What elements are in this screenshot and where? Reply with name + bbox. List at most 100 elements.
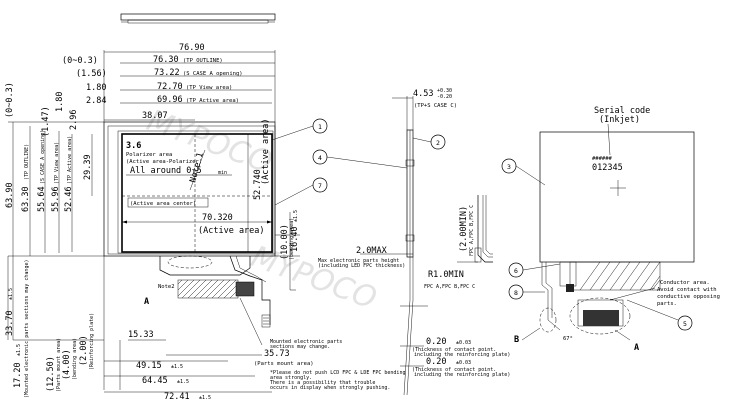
max-height-note-2: (including LED FPC thickness) xyxy=(318,263,405,269)
dim-49-15-tol: ±1.5 xyxy=(171,364,183,370)
dim-17-20-note: (Mounted electronic parts sections may c… xyxy=(24,260,30,398)
thick-note: (TP+S CASE C) xyxy=(414,103,457,109)
active-width-value: 70.320 xyxy=(202,213,233,223)
dim-55-96-note: (TP View area) xyxy=(54,142,60,184)
bend-value: (10.00) xyxy=(280,224,290,260)
offset-1-47: (1.47) xyxy=(41,106,51,137)
dim-1-56: (1.56) xyxy=(76,69,107,79)
callout-7-label: 7 xyxy=(318,182,322,190)
callout-8 xyxy=(508,284,524,300)
dim-63-30-note: (TP OUTLINE) xyxy=(24,144,30,180)
rear-view: Serial code (Inkjet) ###### 012345 Condu… xyxy=(514,106,720,353)
warn-3: There is a possibility that trouble xyxy=(270,380,375,386)
dim-72-41-tol: ±1.5 xyxy=(199,395,211,401)
dim-12-50-note: (Parts mount area) xyxy=(56,338,62,392)
plate1-value: 0.20 xyxy=(426,337,446,347)
dim-69-96-note: (TP Active area) xyxy=(186,98,239,104)
dim-76-30-note: (TP OUTLINE) xyxy=(183,58,223,64)
dim-72-41: 72.41 xyxy=(164,392,190,402)
dim-17-20-tol: ±1.5 xyxy=(16,344,22,356)
dim-72-70-note: (TP View area) xyxy=(186,85,232,91)
dim-33-70-tol: ±1.5 xyxy=(8,288,14,300)
hatch-pattern xyxy=(177,279,239,299)
dim-2-00: (2.00) xyxy=(79,335,89,366)
conductor-note-1: Avoid contact with xyxy=(657,287,717,293)
front-view: 3.6 Polarizer area (Active area-Polarize… xyxy=(103,111,405,402)
dim-52-46: 52.46 xyxy=(64,186,74,212)
plate1-note-1: (Thickness of contact point. xyxy=(412,347,496,353)
marker-a-rear: A xyxy=(634,343,639,353)
plate2-note-1: (Thickness of contact point. xyxy=(412,367,496,373)
dim-76-30: 76.30 xyxy=(153,55,179,65)
serial-value: 012345 xyxy=(592,163,623,173)
rear-hatch xyxy=(579,261,661,291)
dim-1-80: 1.80 xyxy=(86,83,106,93)
dim-63-90: 63.90 xyxy=(5,182,15,208)
dim-73-22-note: (S CASE A opening) xyxy=(183,71,243,77)
dim-38-07: 38.07 xyxy=(142,111,168,121)
max-height-note-1: Max electronic parts height xyxy=(318,258,399,264)
dim-15-33: 15.33 xyxy=(128,330,154,340)
polarizer-line-4: min xyxy=(218,170,227,176)
dim-4-00: (4.00) xyxy=(62,349,72,380)
dim-29-39: 29.39 xyxy=(83,154,93,180)
callout-1-label: 1 xyxy=(318,123,322,131)
callouts: 1 2 3 4 5 6 7 8 xyxy=(271,118,693,331)
callout-2 xyxy=(430,134,446,150)
fpc-value: 16.40 xyxy=(290,226,300,252)
plate2-note-2: including the reinforcing plate) xyxy=(414,372,510,378)
active-width-label: (Active area) xyxy=(198,226,265,236)
callout-2-label: 2 xyxy=(436,139,440,147)
polarizer-line-3: All around 0.5 xyxy=(130,166,202,176)
angle-label: 67° xyxy=(563,336,573,342)
note2-label: Note2 xyxy=(158,284,175,290)
dim-55-64-note: (S CASE A opening) xyxy=(40,130,46,184)
serial-sub: (Inkjet) xyxy=(599,115,640,125)
dim-72-70: 72.70 xyxy=(157,82,183,92)
plate2-value: 0.20 xyxy=(426,357,446,367)
dim-64-45: 64.45 xyxy=(142,376,168,386)
callout-3-label: 3 xyxy=(507,163,511,171)
plate2-tol: ±0.03 xyxy=(456,360,471,366)
callout-1 xyxy=(312,118,328,134)
dim-4-00-note: (bending area) xyxy=(72,338,78,380)
fpc-tail xyxy=(159,256,251,276)
dim-55-96: 55.96 xyxy=(51,186,61,212)
callout-5 xyxy=(677,315,693,331)
dim-63-30: 63.30 xyxy=(21,186,31,212)
mounted-note-2: sections may change. xyxy=(270,344,330,350)
warn-1: *Please do not push LCD FPC & LDE FPC be… xyxy=(270,370,405,376)
conductor-note-3: parts. xyxy=(657,301,677,307)
bend-radius: R1.0MIN xyxy=(428,270,464,280)
dim-17-20: 17.20 xyxy=(13,362,23,388)
thick-tol-dn: -0.20 xyxy=(437,94,452,100)
callout-4 xyxy=(312,149,328,165)
dim-76-90: 76.90 xyxy=(179,43,205,53)
dim-69-96: 69.96 xyxy=(157,95,183,105)
callout-3 xyxy=(501,158,517,174)
callout-6 xyxy=(508,262,524,278)
thick-tol-up: +0.30 xyxy=(437,88,452,94)
bend-gap-note: FPC A,FPC B,FPC C xyxy=(469,205,475,256)
max-height-value: 2.0MAX xyxy=(356,246,388,256)
dim-2-00-note: (Reinforcing plate) xyxy=(89,313,95,370)
rear-panel xyxy=(539,131,695,263)
plate1-note-2: including the reinforcing plate) xyxy=(414,352,510,358)
marker-a-front: A xyxy=(144,297,149,307)
dim-35-73: 35.73 xyxy=(264,349,290,359)
polarizer-value: 3.6 xyxy=(126,141,141,151)
dim-0-0-3: (0~0.3) xyxy=(62,56,98,66)
callout-4-label: 4 xyxy=(318,154,322,162)
side-view: 4.53 +0.30 -0.20 (TP+S CASE C) 2.0MAX Ma… xyxy=(318,88,510,396)
conductor-title: Conductor area. xyxy=(660,280,710,286)
fpc-tol: ±1.5 xyxy=(293,210,299,222)
polarizer-line-1: Polarizer area xyxy=(126,152,172,158)
mounted-note-1: Mounted electronic parts xyxy=(270,339,342,345)
active-height-value: 52.740 xyxy=(253,169,263,200)
dim-52-46-note: (TP Active area) xyxy=(67,136,73,184)
dim-35-73-note: (Parts mount area) xyxy=(254,361,314,367)
plate1-tol: ±0.03 xyxy=(456,340,471,346)
polarizer-line-2: (Active area-Polarizer) xyxy=(126,159,202,165)
callout-8-label: 8 xyxy=(514,289,518,297)
width-dimensions: 76.90 (0~0.3) 76.30 (TP OUTLINE) (1.56) … xyxy=(62,43,276,122)
